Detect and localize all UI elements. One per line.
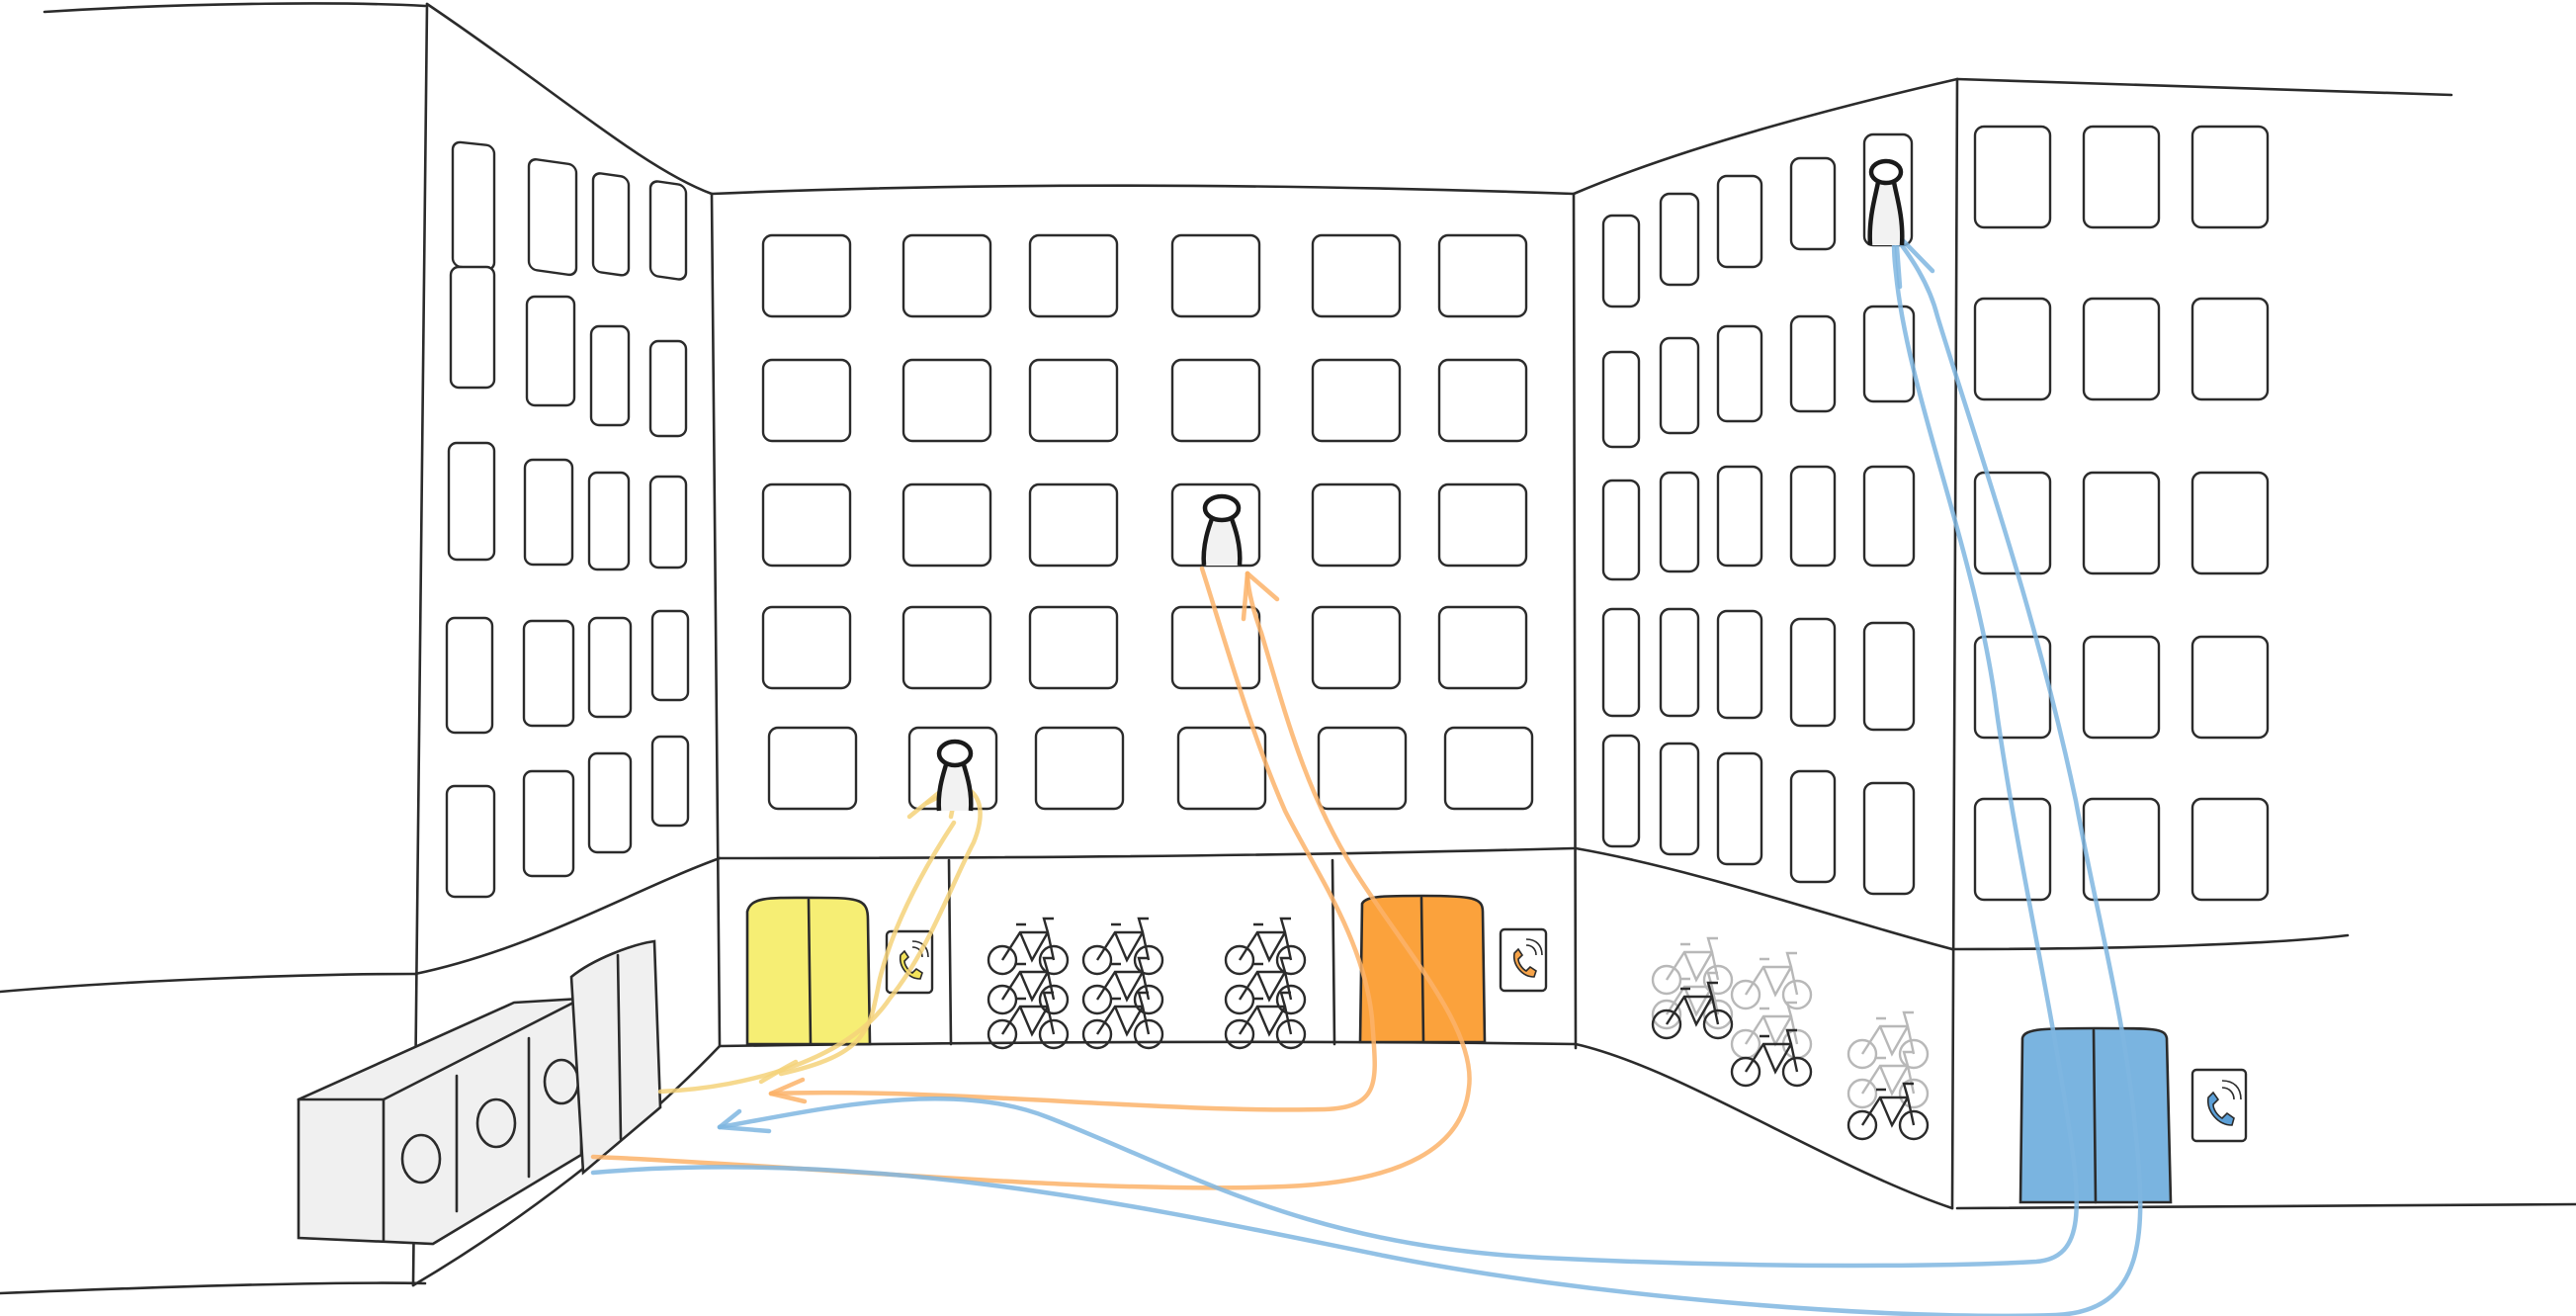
window	[1030, 484, 1117, 566]
window	[1313, 235, 1400, 316]
window	[1718, 467, 1761, 566]
blue-elevator	[2020, 1028, 2171, 1202]
window	[1439, 484, 1526, 566]
window	[1791, 771, 1835, 882]
center-building-windows	[763, 235, 1532, 809]
window	[2084, 799, 2159, 900]
window	[1718, 326, 1761, 421]
window	[2192, 637, 2268, 738]
window	[1439, 360, 1526, 441]
window	[903, 235, 990, 316]
window	[1661, 744, 1698, 854]
phone-icon	[2192, 1070, 2246, 1141]
window	[1030, 607, 1117, 688]
window	[1791, 158, 1835, 249]
window	[2084, 637, 2159, 738]
window	[1172, 360, 1259, 441]
window	[1661, 473, 1698, 571]
window	[1791, 316, 1835, 411]
window	[1603, 481, 1639, 579]
window	[2192, 299, 2268, 399]
bicycle-icon	[1226, 958, 1305, 1013]
right-outer-building	[1952, 935, 2348, 949]
bicycle-icon	[1226, 919, 1305, 974]
window	[1975, 127, 2050, 227]
window	[903, 484, 990, 566]
yellow-elevator	[747, 898, 870, 1044]
window	[1864, 307, 1914, 401]
window	[1718, 753, 1761, 864]
window	[1661, 609, 1698, 716]
bicycle-icon	[1732, 1030, 1811, 1086]
window	[903, 360, 990, 441]
bicycle-icon	[988, 919, 1068, 974]
window	[2084, 127, 2159, 227]
window	[1313, 484, 1400, 566]
gate-door	[571, 941, 660, 1173]
window	[1661, 338, 1698, 433]
window	[1864, 623, 1914, 730]
person-icon	[1204, 496, 1241, 566]
window	[2084, 299, 2159, 399]
window	[2192, 473, 2268, 573]
window	[2192, 799, 2268, 900]
phone-icon	[1501, 929, 1546, 991]
bicycle-icon	[1653, 938, 1732, 994]
window	[1603, 352, 1639, 447]
window	[1718, 176, 1761, 267]
window	[1313, 360, 1400, 441]
left-building-windows	[447, 141, 688, 897]
right-outer-building-windows	[1975, 127, 2268, 900]
window	[1445, 728, 1532, 809]
window	[2084, 473, 2159, 573]
window	[1439, 607, 1526, 688]
bicycle-icon	[1653, 983, 1732, 1038]
window	[2192, 127, 2268, 227]
window	[1718, 611, 1761, 718]
window	[763, 484, 850, 566]
bicycle-icon	[1848, 1084, 1928, 1139]
window	[1864, 783, 1914, 894]
window	[1603, 216, 1639, 307]
window	[1178, 728, 1265, 809]
bicycle-icon	[1083, 958, 1162, 1013]
window	[1036, 728, 1123, 809]
window	[1172, 235, 1259, 316]
window	[1661, 194, 1698, 285]
trash-bins	[299, 999, 581, 1244]
bicycle-icon	[1083, 919, 1162, 974]
window	[763, 360, 850, 441]
window	[1975, 299, 2050, 399]
window	[763, 235, 850, 316]
window	[903, 607, 990, 688]
window	[1313, 607, 1400, 688]
window	[1791, 619, 1835, 726]
bicycle-icon	[1848, 1012, 1928, 1068]
window	[1319, 728, 1406, 809]
bicycle-icon	[1848, 1052, 1928, 1107]
bicycle-icon	[1226, 993, 1305, 1048]
bicycle-icon	[988, 993, 1068, 1048]
bicycle-icon	[1732, 953, 1811, 1009]
window	[1030, 360, 1117, 441]
window	[1030, 235, 1117, 316]
person-icon	[939, 742, 972, 811]
window	[763, 607, 850, 688]
bicycle-icon	[1732, 1003, 1811, 1058]
right-inner-building-windows	[1603, 134, 1914, 894]
bicycle-icon	[1083, 993, 1162, 1048]
bicycle-icon	[988, 958, 1068, 1013]
window	[1603, 736, 1639, 846]
window	[1439, 235, 1526, 316]
bicycle-icon	[1653, 973, 1732, 1028]
person-icon	[1870, 161, 1903, 245]
window	[1603, 609, 1639, 716]
window	[1791, 467, 1835, 566]
window	[1864, 467, 1914, 566]
window	[769, 728, 856, 809]
